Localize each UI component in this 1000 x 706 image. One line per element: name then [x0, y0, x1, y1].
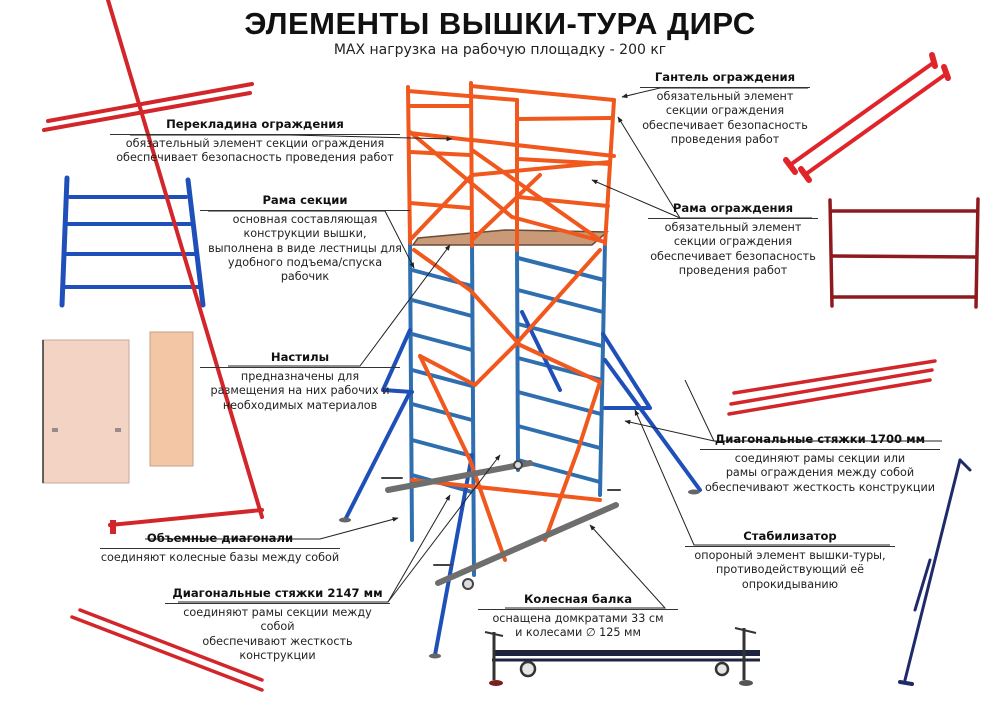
callout-underline — [200, 210, 410, 212]
callout-guardrail-dumbbell: Гантель ограждения обязательный элемент … — [640, 70, 810, 147]
callout-description: обязательный элемент секции ограждения о… — [650, 221, 816, 277]
callout-title: Перекладина ограждения — [166, 117, 344, 131]
callout-description: соединяют рамы секции или рамы ограждени… — [704, 452, 936, 494]
tower-orange-diagonals — [410, 248, 602, 562]
callout-title: Диагональные стяжки 2147 мм — [172, 586, 383, 600]
callout-underline — [700, 449, 940, 451]
callout-title: Колесная балка — [523, 592, 633, 606]
tower-wheel-beams — [339, 460, 700, 659]
callout-description: основная составляющая конструкции вышки,… — [208, 213, 402, 284]
callout-description: обязательный элемент секции ограждения о… — [642, 90, 808, 146]
callout-description: оснащена домкратами 33 см и колесами ∅ 1… — [492, 612, 664, 640]
callout-decks: Настилы предназначены для размещения на … — [200, 350, 400, 413]
callout-underline — [685, 546, 895, 548]
callout-underline — [200, 367, 400, 369]
callout-title: Настилы — [270, 350, 330, 364]
page-title: ЭЛЕМЕНТЫ ВЫШКИ-ТУРА ДИРС — [244, 6, 756, 41]
tower-upper-orange-frames — [406, 81, 616, 252]
callout-underline — [648, 218, 818, 220]
callout-underline — [100, 548, 340, 550]
wheel-beam-part-image — [484, 627, 760, 686]
callout-title: Рама ограждения — [672, 201, 794, 215]
section-frame-part-image — [59, 175, 206, 308]
callout-description: предназначены для размещения на них рабо… — [210, 370, 390, 412]
diagonal-rods-1700-part-image — [727, 359, 937, 416]
diagonal-rods-2147-part-image — [70, 608, 264, 692]
tower-lower-blue-frames — [343, 240, 702, 657]
volumetric-diagonals-part-image — [106, 0, 264, 534]
guardrail-dumbbell-part-image — [783, 52, 951, 183]
callout-title: Гантель ограждения — [654, 70, 796, 84]
callout-underline — [640, 87, 810, 89]
callout-underline — [110, 134, 400, 136]
callout-volumetric-diagonals: Объемные диагонали соединяют колесные ба… — [100, 531, 340, 565]
stabilizer-part-image — [898, 458, 972, 686]
callout-stabilizer: Стабилизатор опороный элемент вышки-туры… — [685, 529, 895, 592]
callout-description: обязательный элемент секции ограждения о… — [116, 137, 394, 165]
callout-railing-bar: Перекладина ограждения обязательный элем… — [110, 117, 400, 166]
callout-diagonal-rods-1700: Диагональные стяжки 1700 мм соединяют ра… — [700, 432, 940, 495]
callout-section-frame: Рама секции основная составляющая констр… — [200, 193, 410, 284]
railing-bar-part-image — [42, 82, 254, 132]
callout-title: Диагональные стяжки 1700 мм — [714, 432, 926, 446]
callout-guardrail-frame: Рама ограждения обязательный элемент сек… — [648, 201, 818, 278]
callout-underline — [478, 609, 678, 611]
callout-title: Стабилизатор — [743, 529, 837, 543]
guardrail-frame-part-image — [828, 197, 980, 309]
callout-title: Объемные диагонали — [146, 531, 294, 545]
page-subtitle: MAX нагрузка на рабочую площадку - 200 к… — [333, 42, 667, 58]
callout-description: соединяют рамы секции между собой обеспе… — [183, 606, 372, 662]
callout-description: соединяют колесные базы между собой — [100, 551, 340, 565]
callout-diagonal-rods-2147: Диагональные стяжки 2147 мм соединяют ра… — [165, 586, 390, 663]
callout-wheel-beam: Колесная балка оснащена домкратами 33 см… — [478, 592, 678, 641]
callout-title: Рама секции — [262, 193, 348, 207]
callout-description: опороный элемент вышки-туры, противодейс… — [694, 549, 886, 591]
plywood-deck-part-image — [42, 331, 194, 484]
tower-deck-platform — [411, 229, 609, 246]
callout-underline — [165, 603, 390, 605]
